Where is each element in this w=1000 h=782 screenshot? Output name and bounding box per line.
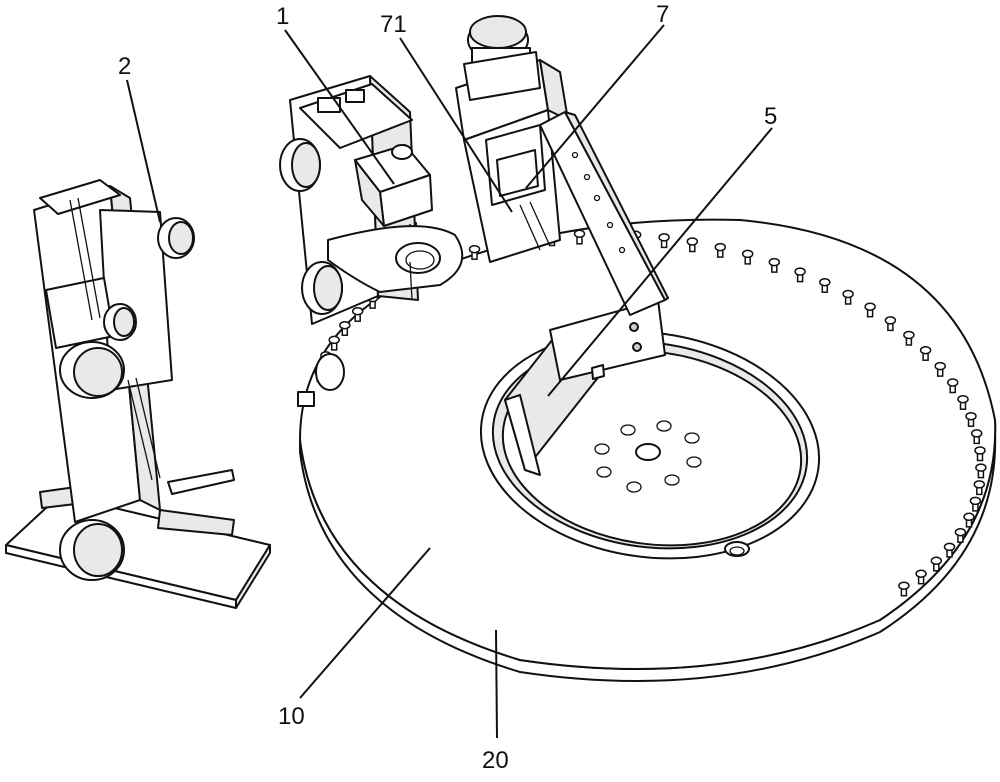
slide-assembly-2: [5, 179, 271, 609]
label-7: 7: [656, 1, 669, 28]
label-20: 20: [482, 747, 509, 774]
pin: [943, 542, 956, 558]
pin: [970, 429, 983, 445]
leader-5: [547, 127, 773, 397]
pin: [794, 267, 806, 283]
label-10: 10: [278, 703, 305, 730]
pin: [864, 302, 876, 318]
callout-labels: 2 1 71 7 5 10 20: [118, 1, 777, 774]
pin: [339, 320, 351, 336]
pin: [965, 411, 977, 427]
leader-10: [299, 547, 431, 699]
pin: [946, 378, 959, 394]
leader-71: [399, 37, 513, 213]
leader-lines: [126, 24, 773, 739]
pin: [686, 237, 699, 253]
pin: [930, 556, 943, 572]
pin: [973, 480, 986, 496]
pin: [915, 569, 927, 585]
pin: [975, 463, 987, 479]
sample-pins: [314, 229, 987, 597]
pin: [328, 335, 340, 351]
leader-7: [525, 24, 665, 189]
bolt-hole-pattern: [594, 420, 702, 493]
leader-20: [495, 629, 498, 739]
pin: [974, 446, 986, 462]
pin: [969, 496, 982, 512]
head-assembly-1: [279, 75, 464, 407]
pin: [714, 242, 727, 258]
label-1: 1: [276, 3, 289, 30]
label-2: 2: [118, 53, 131, 80]
pin: [963, 512, 975, 528]
pin: [819, 277, 831, 293]
leader-2: [126, 79, 161, 223]
arm-assembly-7: [455, 15, 669, 316]
pin: [884, 316, 897, 332]
pin: [954, 527, 967, 543]
pin: [741, 249, 754, 265]
pin: [573, 229, 586, 245]
pin: [898, 581, 910, 597]
label-5: 5: [764, 103, 777, 130]
pin: [768, 257, 781, 273]
pin: [351, 306, 364, 322]
pin: [919, 345, 932, 361]
pin: [903, 330, 915, 346]
pin: [658, 233, 670, 249]
label-71: 71: [380, 11, 407, 38]
pin: [842, 289, 854, 305]
leader-1: [284, 29, 395, 185]
pin: [468, 244, 481, 260]
pin: [934, 361, 946, 377]
pin: [957, 394, 969, 410]
